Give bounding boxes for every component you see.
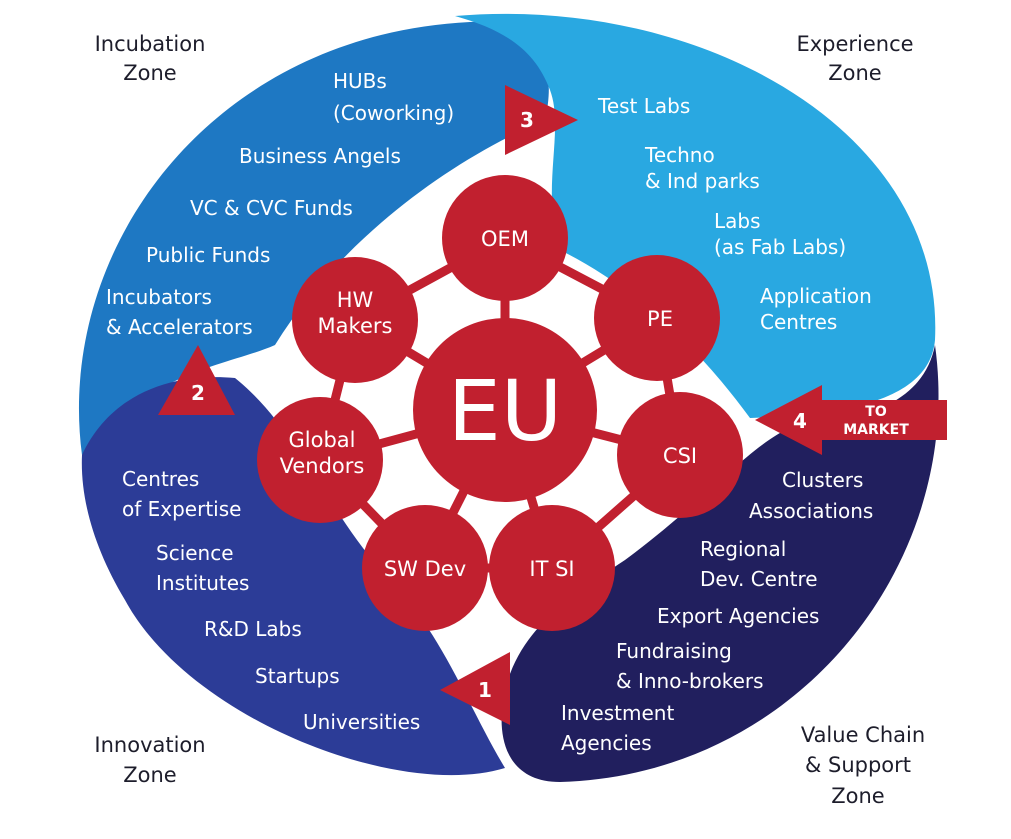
node-label: Makers	[318, 314, 393, 338]
svg-text:Regional: Regional	[700, 537, 786, 561]
svg-text:Investment: Investment	[561, 701, 674, 725]
node-label: PE	[647, 307, 673, 331]
node-oem	[442, 175, 568, 301]
experience-title: Zone	[828, 61, 881, 85]
arrow-4-number: 4	[793, 409, 807, 433]
arrow-3	[505, 85, 578, 155]
svg-text:(Coworking): (Coworking)	[333, 101, 454, 125]
svg-text:(as Fab Labs): (as Fab Labs)	[714, 235, 846, 259]
to-market-label: MARKET	[843, 422, 909, 438]
svg-text:& Accelerators: & Accelerators	[106, 315, 253, 339]
arrow-4-to-market	[755, 385, 947, 455]
incubation-zone	[78, 21, 549, 455]
arrow-1-number: 1	[478, 678, 492, 702]
svg-text:Labs: Labs	[714, 209, 761, 233]
arrow-2	[158, 345, 235, 415]
svg-text:R&D Labs: R&D Labs	[204, 617, 302, 641]
incubation-title: Incubation	[95, 32, 206, 56]
svg-text:Science: Science	[156, 541, 234, 565]
svg-text:of Expertise: of Expertise	[122, 497, 241, 521]
svg-text:Startups: Startups	[255, 664, 340, 688]
svg-text:Institutes: Institutes	[156, 571, 249, 595]
svg-text:Public Funds: Public Funds	[146, 243, 270, 267]
svg-text:& Inno-brokers: & Inno-brokers	[616, 669, 764, 693]
svg-text:Test Labs: Test Labs	[597, 94, 690, 118]
experience-zone	[455, 13, 936, 419]
value-chain-title: & Support	[805, 753, 911, 777]
node-it-si	[489, 505, 615, 631]
svg-text:Dev. Centre: Dev. Centre	[700, 567, 818, 591]
hub-label: EU	[448, 362, 563, 460]
zone-titles: Incubation Zone Experience Zone Innovati…	[94, 32, 925, 808]
node-label: OEM	[481, 227, 529, 251]
value-chain-title: Value Chain	[801, 723, 925, 747]
node-label: CSI	[663, 444, 697, 468]
innovation-items: Centres of Expertise Science Institutes …	[122, 467, 420, 734]
svg-text:Clusters: Clusters	[782, 468, 863, 492]
incubation-items: HUBs (Coworking) Business Angels VC & CV…	[106, 69, 454, 339]
svg-text:Associations: Associations	[749, 499, 873, 523]
svg-text:Centres: Centres	[760, 310, 837, 334]
node-pe	[594, 255, 720, 381]
svg-text:VC & CVC Funds: VC & CVC Funds	[190, 196, 353, 220]
value-chain-zone	[501, 345, 939, 782]
eu-hub	[413, 318, 597, 502]
svg-text:Application: Application	[760, 284, 872, 308]
value-chain-items: Clusters Associations Regional Dev. Cent…	[561, 468, 873, 755]
incubation-title: Zone	[123, 61, 176, 85]
svg-text:Agencies: Agencies	[561, 731, 652, 755]
svg-text:Incubators: Incubators	[106, 285, 212, 309]
innovation-zone	[81, 377, 505, 776]
node-sw-dev	[362, 505, 488, 631]
innovation-title: Innovation	[94, 733, 205, 757]
node-label: HW	[337, 288, 374, 312]
node-csi	[617, 392, 743, 518]
node-label: SW Dev	[384, 557, 466, 581]
node-label: Vendors	[280, 454, 365, 478]
node-global-vendors	[257, 397, 383, 523]
arrow-1	[440, 652, 510, 725]
innovation-title: Zone	[123, 763, 176, 787]
svg-text:Techno: Techno	[644, 143, 715, 167]
svg-text:& Ind parks: & Ind parks	[645, 169, 760, 193]
arrow-3-number: 3	[520, 108, 534, 132]
value-chain-title: Zone	[831, 784, 884, 808]
experience-title: Experience	[796, 32, 913, 56]
node-label: Global	[289, 428, 356, 452]
arrow-2-number: 2	[191, 381, 205, 405]
svg-text:Export Agencies: Export Agencies	[657, 604, 819, 628]
node-label: IT SI	[529, 557, 574, 581]
node-hw-makers	[292, 257, 418, 383]
experience-items: Test Labs Techno & Ind parks Labs (as Fa…	[597, 94, 872, 334]
svg-text:Fundraising: Fundraising	[616, 639, 732, 663]
svg-text:HUBs: HUBs	[333, 69, 387, 93]
svg-text:Universities: Universities	[303, 710, 420, 734]
svg-text:Centres: Centres	[122, 467, 199, 491]
to-market-label: TO	[865, 404, 887, 420]
svg-text:Business Angels: Business Angels	[239, 144, 401, 168]
